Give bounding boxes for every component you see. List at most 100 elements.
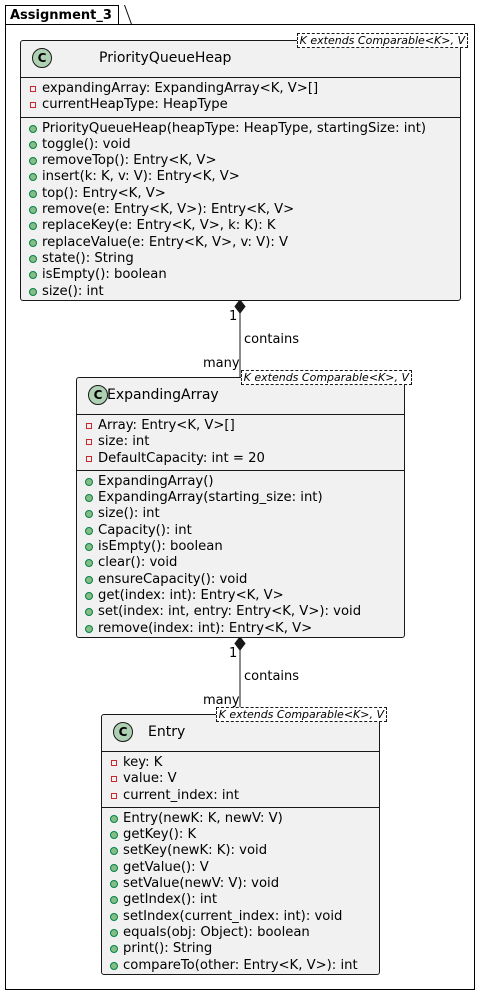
- public-icon: [85, 477, 93, 486]
- method-text: set(index: int, entry: Entry<K, V>): voi…: [98, 604, 362, 620]
- public-icon: [85, 624, 93, 633]
- method: insert(k: K, v: V): Entry<K, V>: [21, 169, 460, 185]
- method: PriorityQueueHeap(heapType: HeapType, st…: [21, 121, 460, 137]
- field: size: int: [77, 434, 404, 450]
- method-text: getIndex(): int: [123, 892, 218, 908]
- method: ExpandingArray(starting_size: int): [77, 490, 404, 506]
- method: Entry(newK: K, newV: V): [102, 811, 379, 827]
- method: setKey(newK: K): void: [102, 843, 379, 859]
- relation-2-target-multiplicity: many: [203, 693, 240, 708]
- method: ExpandingArray(): [77, 474, 404, 490]
- method-text: print(): String: [123, 941, 213, 957]
- field-text: value: V: [123, 771, 177, 787]
- method: setIndex(current_index: int): void: [102, 909, 379, 925]
- public-icon: [110, 814, 118, 823]
- method-text: size(): int: [42, 283, 104, 299]
- composition-diamond-1: [234, 299, 246, 314]
- public-icon: [110, 928, 118, 937]
- method-text: equals(obj: Object): boolean: [123, 924, 310, 940]
- method: replaceValue(e: Entry<K, V>, v: V): V: [21, 235, 460, 251]
- public-icon: [85, 559, 93, 568]
- field: DefaultCapacity: int = 20: [77, 451, 404, 467]
- private-icon: [86, 423, 92, 429]
- method: isEmpty(): boolean: [21, 267, 460, 283]
- method-text: ExpandingArray(starting_size: int): [98, 490, 323, 506]
- method-text: top(): Entry<K, V>: [42, 185, 166, 201]
- public-icon: [110, 945, 118, 954]
- class-expanding-array[interactable]: C ExpandingArray K extends Comparable<K>…: [76, 370, 412, 640]
- method-text: toggle(): void: [42, 136, 131, 152]
- class-name: Entry: [148, 724, 186, 740]
- method-text: compareTo(other: Entry<K, V>): int: [123, 957, 358, 973]
- method-text: removeTop(): Entry<K, V>: [42, 153, 217, 169]
- method: remove(e: Entry<K, V>): Entry<K, V>: [21, 202, 460, 218]
- public-icon: [85, 526, 93, 535]
- method-text: remove(e: Entry<K, V>): Entry<K, V>: [42, 202, 295, 218]
- public-icon: [85, 494, 93, 503]
- field: Array: Entry<K, V>[]: [77, 418, 404, 434]
- public-icon: [29, 271, 37, 280]
- fields-section: key: K value: V current_index: int: [102, 752, 379, 808]
- relation-2-source-multiplicity: 1: [229, 646, 238, 661]
- relation-1-source-multiplicity: 1: [229, 309, 238, 324]
- method: equals(obj: Object): boolean: [102, 925, 379, 941]
- fields-section: Array: Entry<K, V>[] size: int DefaultCa…: [77, 415, 404, 471]
- public-icon: [85, 591, 93, 600]
- methods-section: PriorityQueueHeap(heapType: HeapType, st…: [21, 118, 460, 303]
- method: compareTo(other: Entry<K, V>): int: [102, 958, 379, 974]
- method-text: getValue(): V: [123, 859, 209, 875]
- method: setValue(newV: V): void: [102, 876, 379, 892]
- package-frame: [5, 24, 475, 990]
- method: clear(): void: [77, 555, 404, 571]
- public-icon: [29, 238, 37, 247]
- public-icon: [85, 575, 93, 584]
- method: remove(index: int): Entry<K, V>: [77, 621, 404, 637]
- method: size(): int: [21, 284, 460, 300]
- public-icon: [29, 254, 37, 263]
- public-icon: [110, 863, 118, 872]
- field-text: currentHeapType: HeapType: [42, 97, 228, 113]
- method: getValue(): V: [102, 860, 379, 876]
- class-name: ExpandingArray: [107, 387, 219, 403]
- public-icon: [110, 831, 118, 840]
- public-icon: [110, 961, 118, 970]
- class-c-icon: C: [32, 48, 52, 68]
- field: currentHeapType: HeapType: [21, 97, 460, 113]
- public-icon: [29, 173, 37, 182]
- method: removeTop(): Entry<K, V>: [21, 153, 460, 169]
- public-icon: [85, 608, 93, 617]
- field-text: current_index: int: [123, 787, 240, 803]
- package-name: Assignment_3: [10, 8, 112, 23]
- relation-1-label: contains: [244, 332, 300, 347]
- method-text: Capacity(): int: [98, 522, 192, 538]
- public-icon: [29, 157, 37, 166]
- method-text: ensureCapacity(): void: [98, 571, 248, 587]
- generic-parameters: K extends Comparable<K>, V: [215, 707, 387, 722]
- method: isEmpty(): boolean: [77, 539, 404, 555]
- class-entry[interactable]: C Entry K extends Comparable<K>, V key: …: [101, 707, 387, 975]
- method-text: setKey(newK: K): void: [123, 843, 268, 859]
- private-icon: [111, 792, 117, 799]
- private-icon: [86, 439, 92, 446]
- public-icon: [85, 543, 93, 552]
- method-text: get(index: int): Entry<K, V>: [98, 587, 284, 603]
- class-c-icon: C: [113, 722, 133, 742]
- generic-parameters: K extends Comparable<K>, V: [240, 370, 412, 385]
- method: get(index: int): Entry<K, V>: [77, 588, 404, 604]
- method: getKey(): K: [102, 827, 379, 843]
- field: key: K: [102, 755, 379, 771]
- method-text: getKey(): K: [123, 827, 197, 843]
- method-text: size(): int: [98, 506, 160, 522]
- method: state(): String: [21, 251, 460, 267]
- method-text: replaceValue(e: Entry<K, V>, v: V): V: [42, 234, 288, 250]
- fields-section: expandingArray: ExpandingArray<K, V>[] c…: [21, 78, 460, 118]
- relation-2-label: contains: [244, 669, 300, 684]
- method-text: setValue(newV: V): void: [123, 876, 280, 892]
- class-priority-queue-heap[interactable]: C PriorityQueueHeap K extends Comparable…: [20, 33, 468, 303]
- public-icon: [110, 896, 118, 905]
- methods-section: ExpandingArray() ExpandingArray(starting…: [77, 471, 404, 640]
- method: Capacity(): int: [77, 523, 404, 539]
- class-c-icon: C: [88, 385, 108, 405]
- private-icon: [111, 776, 117, 783]
